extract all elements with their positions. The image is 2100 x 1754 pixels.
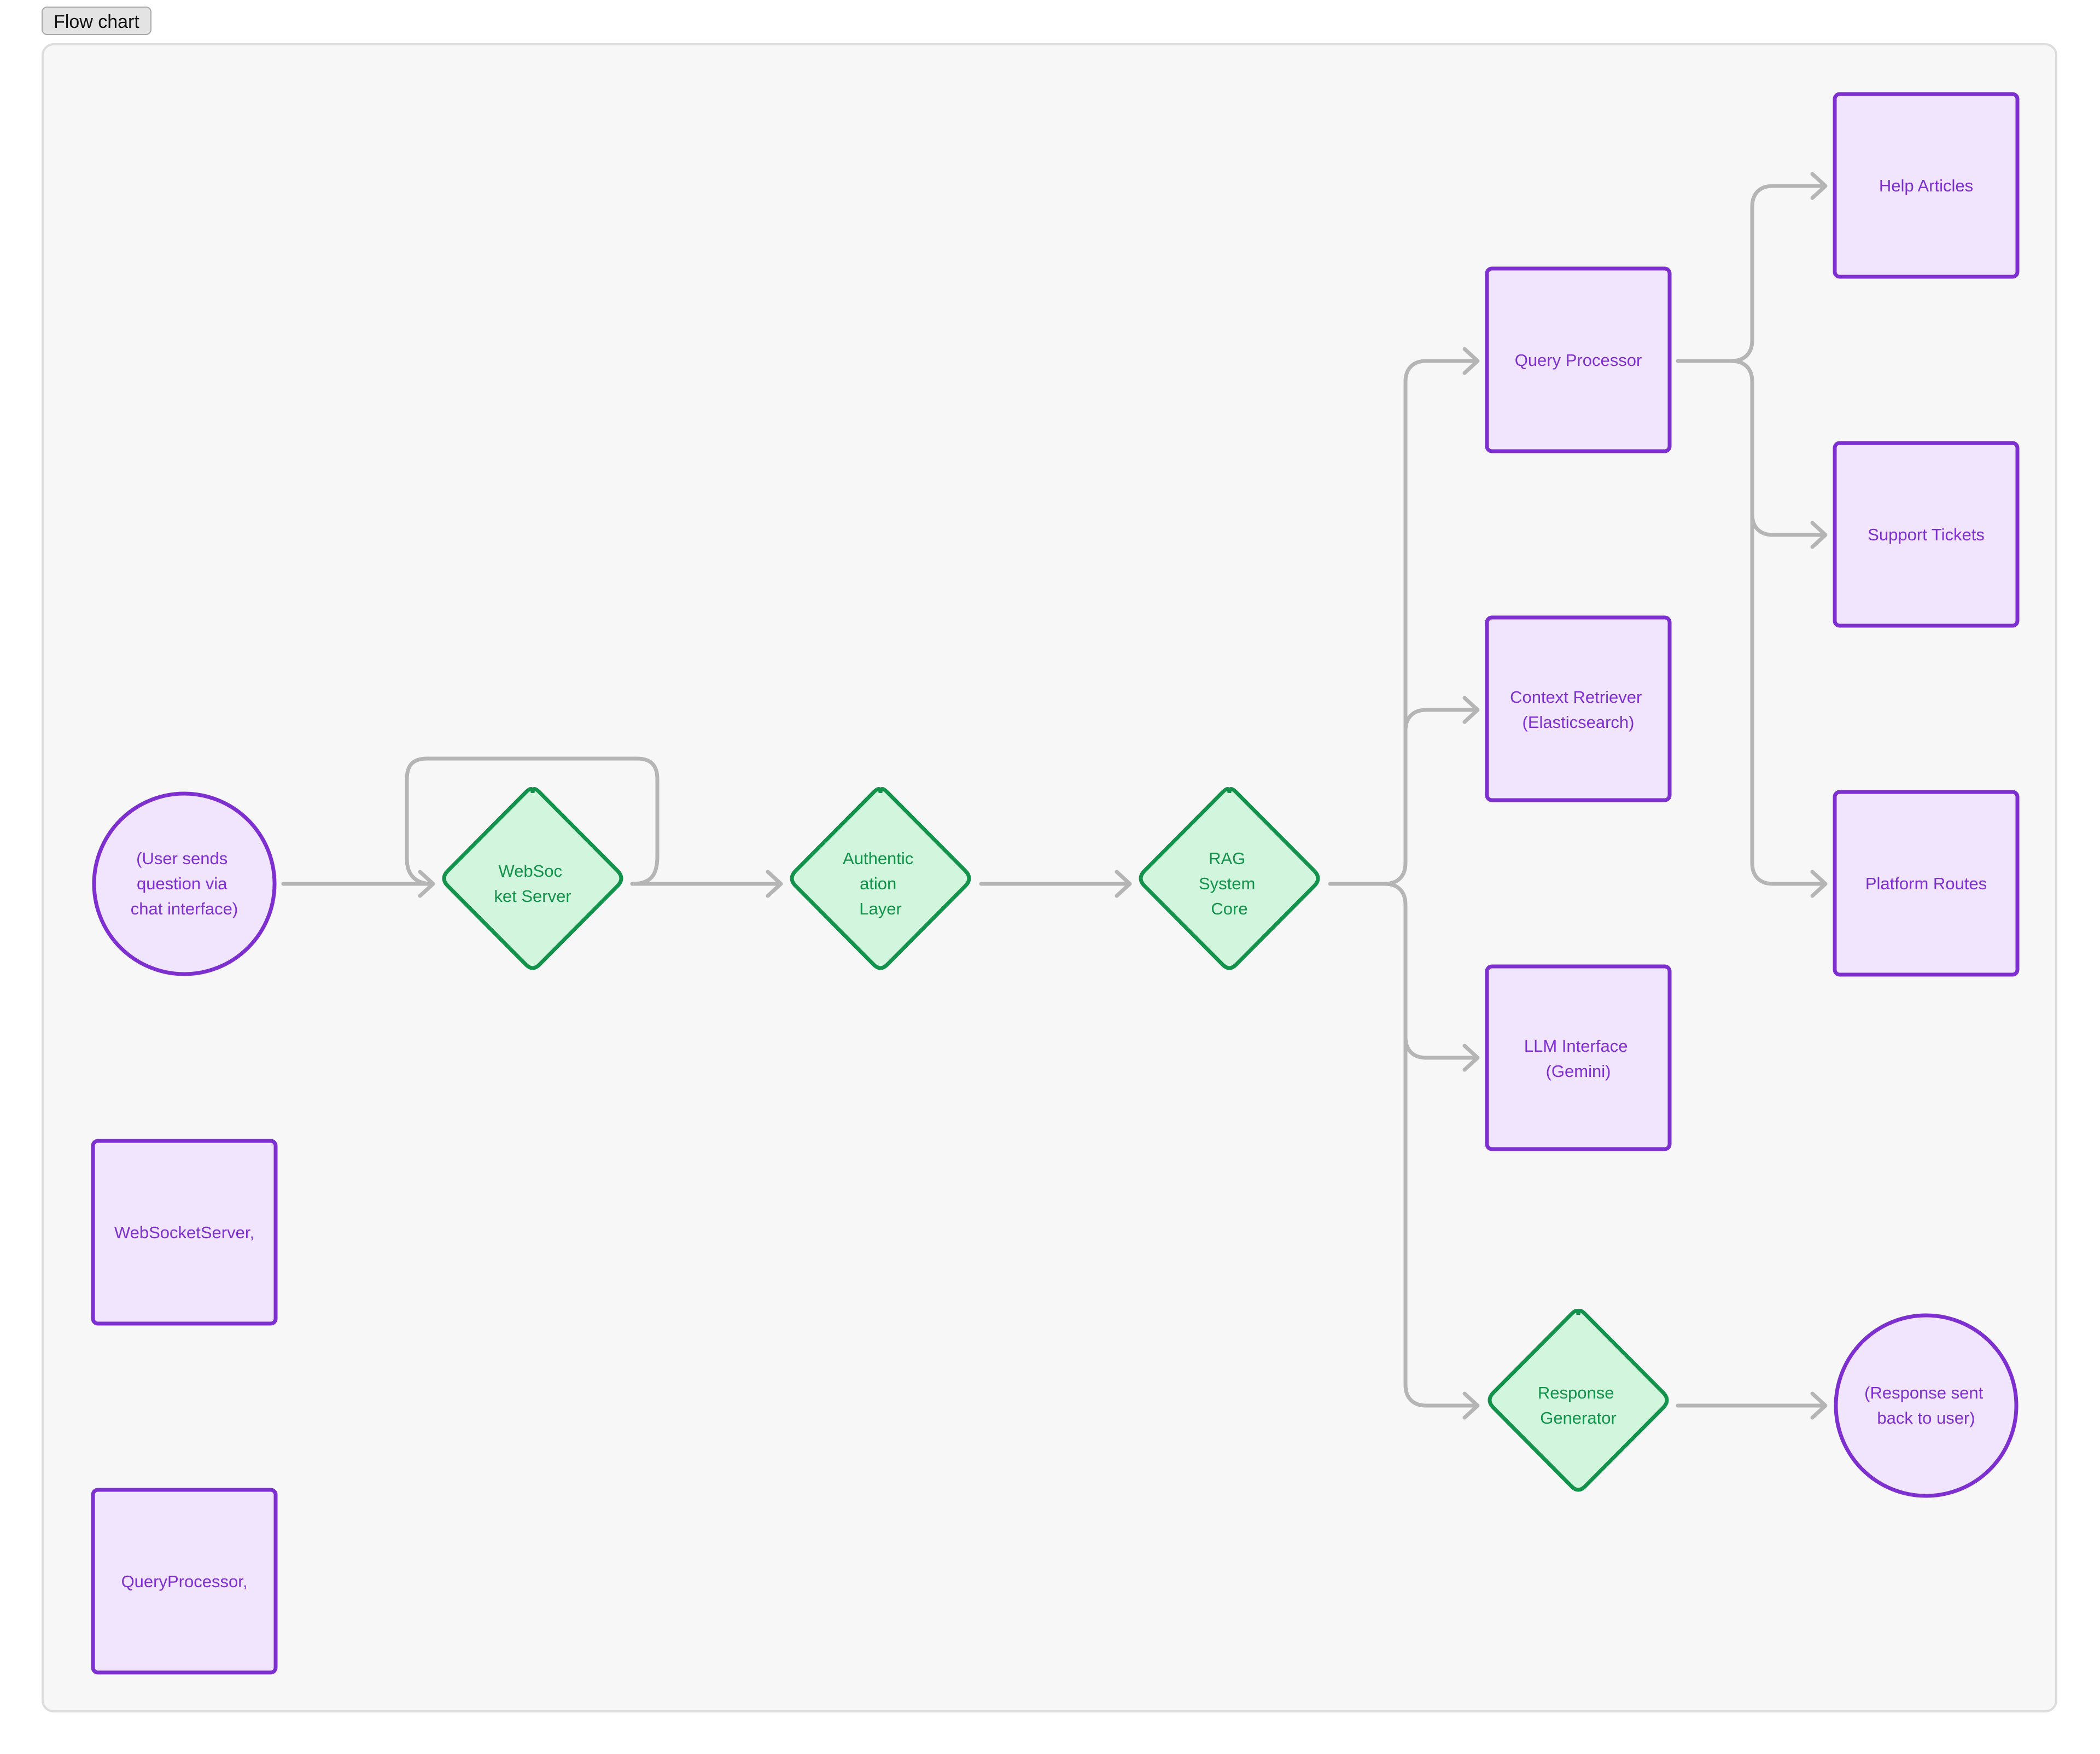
node-platform-routes-line-1: Platform Routes	[1865, 874, 1987, 893]
node-help-articles[interactable]: Help Articles	[1833, 92, 2020, 279]
edge-websocket-to-auth[interactable]	[630, 870, 783, 898]
node-websocket-server-line-2: ket Server	[494, 887, 571, 906]
edge-response-generator-to-response-sent[interactable]	[1676, 1391, 1828, 1420]
svg-text:Help Articles: Help Articles	[1879, 176, 1973, 195]
node-response-sent-line-1: (Response sent	[1864, 1383, 1984, 1402]
edge-rag-to-response-generator[interactable]	[1403, 1035, 1480, 1420]
edge-rag-to-query-processor[interactable]	[1328, 347, 1480, 886]
edge-query-to-platform-routes[interactable]	[1750, 512, 1828, 898]
node-query-processor[interactable]: Query Processor	[1485, 266, 1672, 453]
svg-text:Platform Routes: Platform Routes	[1865, 874, 1987, 893]
node-user-sends-line-1: (User sends	[136, 849, 228, 868]
node-authentication-layer[interactable]: Authentic ation Layer	[790, 787, 971, 970]
edge-rag-to-llm-interface[interactable]	[1382, 882, 1480, 1072]
svg-text:Response Generator: Response Generator	[1538, 1383, 1619, 1427]
svg-text:Query Processor: Query Processor	[1515, 351, 1642, 370]
node-auth-line-3: Layer	[859, 899, 902, 918]
edge-query-to-support-tickets[interactable]	[1729, 359, 1828, 549]
svg-text:WebSocketServer,: WebSocketServer,	[114, 1223, 254, 1242]
node-platform-routes[interactable]: Platform Routes	[1833, 790, 2020, 977]
node-response-sent-line-2: back to user)	[1877, 1408, 1975, 1427]
edge-auth-to-rag[interactable]	[979, 870, 1132, 898]
node-websocket-server[interactable]: WebSoc ket Server	[442, 787, 623, 970]
svg-text:Support Tickets: Support Tickets	[1868, 525, 1985, 544]
node-rag-line-2: System	[1199, 874, 1255, 893]
node-response-generator-line-1: Response	[1538, 1383, 1614, 1402]
svg-text:QueryProcessor,: QueryProcessor,	[121, 1572, 248, 1591]
node-queryprocessor-note[interactable]: QueryProcessor,	[91, 1488, 278, 1675]
node-user-sends-line-2: question via	[137, 874, 228, 893]
node-auth-line-2: ation	[860, 874, 896, 893]
node-user-sends-line-3: chat interface)	[131, 899, 238, 918]
node-response-generator[interactable]: Response Generator	[1488, 1309, 1669, 1492]
svg-text:Authentic ation La: Authentic ation Layer	[843, 849, 918, 918]
edge-websocket-self-loop[interactable]	[405, 756, 660, 886]
node-response-generator-line-2: Generator	[1540, 1408, 1617, 1427]
node-support-tickets-line-1: Support Tickets	[1868, 525, 1985, 544]
node-auth-line-1: Authentic	[843, 849, 913, 868]
node-websocketserver-note[interactable]: WebSocketServer,	[91, 1139, 278, 1326]
svg-text:RAG System Core: RAG System Core	[1199, 849, 1260, 918]
diagram-title-tag: Flow chart	[42, 7, 151, 35]
node-rag-line-1: RAG	[1209, 849, 1245, 868]
edge-rag-to-context-retriever[interactable]	[1403, 696, 1480, 865]
node-rag-line-3: Core	[1211, 899, 1247, 918]
node-context-retriever[interactable]: Context Retriever (Elasticsearch)	[1485, 615, 1672, 802]
node-context-retriever-line-2: (Elasticsearch)	[1522, 713, 1635, 732]
node-response-sent[interactable]: (Response sent back to user)	[1834, 1313, 2019, 1498]
diagram-canvas	[42, 43, 2057, 1712]
node-llm-interface-line-2: (Gemini)	[1546, 1062, 1611, 1081]
svg-text:(User sends question via: (User sends question via chat interface)	[131, 849, 238, 918]
node-queryprocessor-note-line-1: QueryProcessor,	[121, 1572, 248, 1591]
edge-query-to-help-articles[interactable]	[1676, 172, 1828, 363]
node-websocketserver-note-line-1: WebSocketServer,	[114, 1223, 254, 1242]
svg-text:LLM Interface (Gemini): LLM Interface (Gemini)	[1524, 1036, 1632, 1081]
svg-text:(Response sent back to u: (Response sent back to user)	[1864, 1383, 1988, 1427]
node-context-retriever-line-1: Context Retriever	[1510, 687, 1642, 707]
node-user-sends[interactable]: (User sends question via chat interface)	[92, 791, 277, 976]
edges	[281, 172, 1828, 1420]
node-llm-interface-line-1: LLM Interface	[1524, 1036, 1628, 1056]
node-websocket-server-line-1: WebSoc	[498, 861, 562, 881]
svg-text:WebSoc ket Server: WebSoc ket Server	[494, 861, 571, 906]
node-support-tickets[interactable]: Support Tickets	[1833, 441, 2020, 628]
svg-text:Context Retriever (Elast: Context Retriever (Elasticsearch)	[1510, 687, 1647, 732]
node-rag-system-core[interactable]: RAG System Core	[1139, 787, 1320, 970]
node-llm-interface[interactable]: LLM Interface (Gemini)	[1485, 964, 1672, 1151]
node-query-processor-line-1: Query Processor	[1515, 351, 1642, 370]
node-help-articles-line-1: Help Articles	[1879, 176, 1973, 195]
